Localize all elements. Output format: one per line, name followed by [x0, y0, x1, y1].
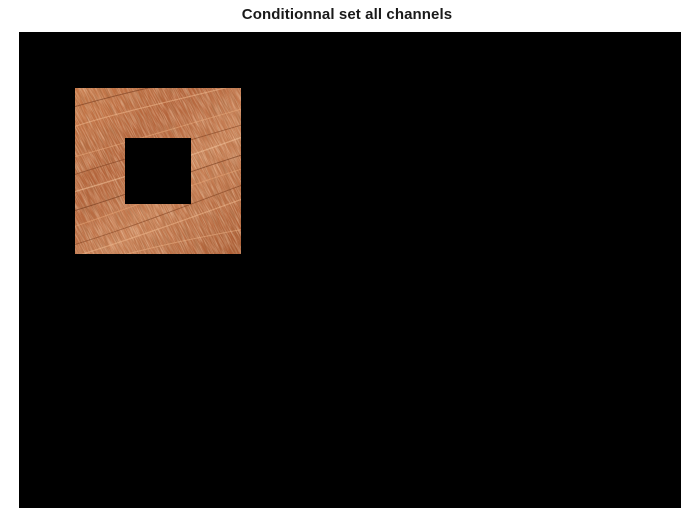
image-axes — [19, 32, 681, 508]
figure-title: Conditionnal set all channels — [241, 6, 453, 23]
masked-center-square — [125, 138, 191, 204]
fur-texture-patch — [75, 88, 241, 254]
